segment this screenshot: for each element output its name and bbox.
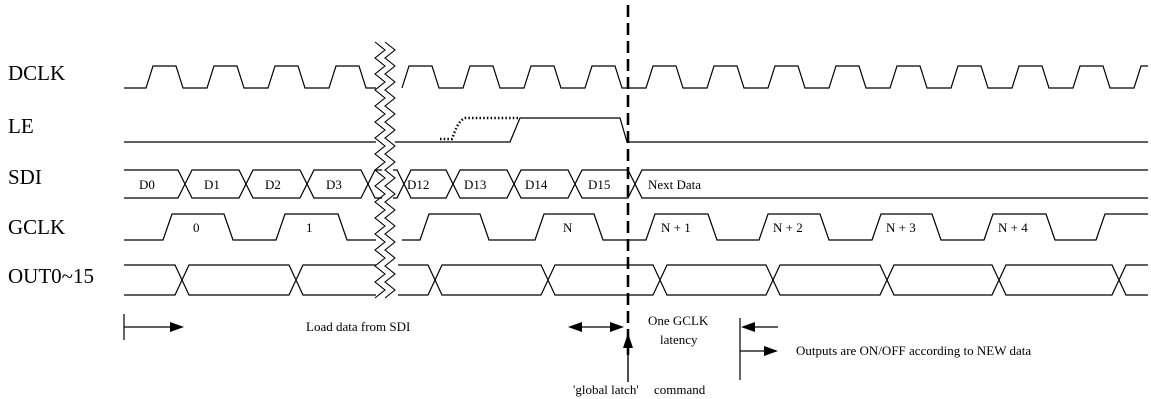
gclk-n1: N + 1 [661, 220, 691, 235]
command-text: command [654, 382, 706, 397]
sdi-d0: D0 [139, 177, 155, 192]
gclk-1: 1 [306, 220, 313, 235]
latency-text: latency [660, 332, 698, 347]
sdi-d13: D13 [464, 177, 486, 192]
gclk-n3: N + 3 [886, 220, 916, 235]
gclk-n4: N + 4 [998, 220, 1028, 235]
load-arrow-head [170, 322, 184, 332]
latch-window-arrow-right [610, 322, 624, 332]
sdi-d14: D14 [525, 177, 548, 192]
gclk-0: 0 [193, 220, 200, 235]
sdi-d1: D1 [204, 177, 220, 192]
out-label: OUT0~15 [8, 264, 94, 288]
out-bus [124, 264, 1148, 296]
time-break-zigzag [374, 41, 396, 299]
outputs-text: Outputs are ON/OFF according to NEW data [796, 343, 1031, 358]
sdi-d12: D12 [407, 177, 429, 192]
global-latch-text: 'global latch' [573, 382, 639, 397]
latency-arrow-head [741, 322, 755, 332]
sdi-next-data: Next Data [648, 177, 701, 192]
dclk-label: DCLK [8, 61, 65, 85]
sdi-d3: D3 [326, 177, 342, 192]
gclk-label: GCLK [8, 215, 65, 239]
gclk-n: N [563, 220, 573, 235]
dclk-waveform [124, 65, 1148, 89]
latch-window-arrow-left [568, 322, 582, 332]
le-label: LE [8, 114, 34, 138]
sdi-d15: D15 [588, 177, 610, 192]
sdi-label: SDI [8, 165, 42, 189]
outputs-arrow-head [764, 346, 778, 356]
gclk-n2: N + 2 [773, 220, 803, 235]
sdi-bus [124, 169, 1148, 199]
sdi-d2: D2 [265, 177, 281, 192]
le-waveform [124, 117, 1148, 143]
load-data-text: Load data from SDI [306, 319, 410, 334]
le-early-edge [440, 116, 520, 141]
command-arrow-head [623, 333, 633, 348]
gclk-waveform [124, 213, 1148, 241]
one-gclk-text: One GCLK [648, 313, 709, 328]
